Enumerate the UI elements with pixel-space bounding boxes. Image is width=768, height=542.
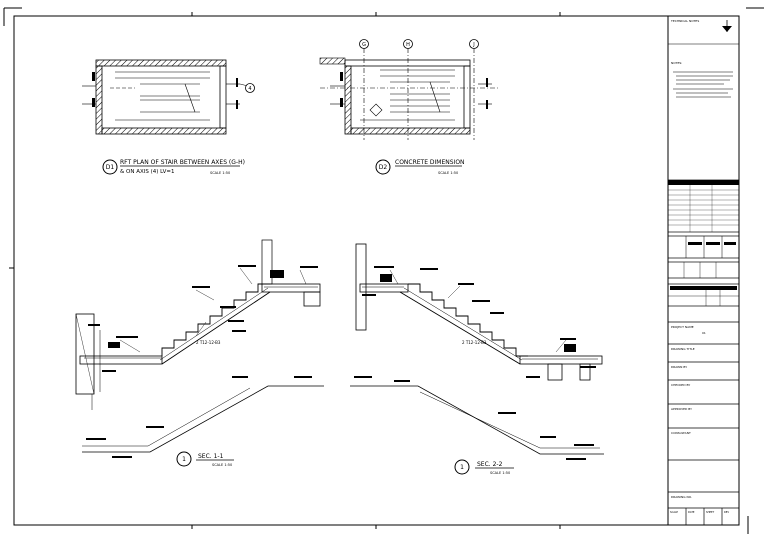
project-label: PROJECT NAME <box>671 325 694 329</box>
consultant-label: CONSULTANT <box>671 431 691 435</box>
section-marker-2-label: 1 <box>460 464 464 471</box>
title-block: TECHNICAL NOTES NOTES: <box>667 15 740 526</box>
drawing-no-label: DRAWING NO. <box>671 495 692 499</box>
plan-title-line1: RFT PLAN OF STAIR BETWEEN AXES (G-H) <box>120 159 245 166</box>
grid-bubble-j-label: J <box>472 42 474 48</box>
approved-label: APPROVED BY <box>671 407 692 411</box>
section-2-scale: SCALE 1:50 <box>490 471 510 475</box>
footer-cell-rev: REV <box>724 510 729 514</box>
notes-heading: NOTES: <box>671 61 682 65</box>
sheet-border <box>3 7 764 534</box>
grid-bubble-g <box>359 39 369 49</box>
grid-bubble-4 <box>245 83 255 93</box>
concrete-title: CONCRETE DIMENSION <box>395 159 465 166</box>
detail-marker-d1-label: D1 <box>106 164 115 171</box>
detail-marker-d1 <box>102 159 118 175</box>
section-marker-2 <box>454 459 470 475</box>
section-2-title: SEC. 2-2 <box>477 461 503 468</box>
grid-bubble-j <box>469 39 479 49</box>
concrete-view-d2: G H J <box>319 39 500 140</box>
section-2-note: 2 T12-12-B3 <box>462 340 487 345</box>
section-marker-1 <box>176 451 192 467</box>
project-value: 01 <box>702 331 706 335</box>
section-marker-1-label: 1 <box>182 456 186 463</box>
plan-view-title: D1 RFT PLAN OF STAIR BETWEEN AXES (G-H) … <box>102 159 245 175</box>
plan-scale: SCALE 1:50 <box>210 171 230 175</box>
title-block-header-label: TECHNICAL NOTES <box>670 19 699 23</box>
grid-bubble-h <box>403 39 413 49</box>
section-1-scale: SCALE 1:50 <box>212 463 232 467</box>
checked-label: CHECKED BY <box>671 383 690 387</box>
north-arrow-icon <box>722 20 732 32</box>
grid-bubble-g-label: G <box>362 42 366 48</box>
detail-marker-d2 <box>375 159 391 175</box>
section-1-title: SEC. 1-1 <box>198 453 224 460</box>
concrete-view-title: D2 CONCRETE DIMENSION SCALE 1:50 <box>375 159 465 175</box>
footer-cell-date: DATE <box>688 510 695 514</box>
grid-bubble-h-label: H <box>406 42 410 48</box>
section-1-1: 2 T12-12-B3 1 SEC. 1-1 SCALE 1:50 <box>75 239 324 467</box>
plan-view-d1: 4 <box>82 59 255 135</box>
drawing-title-label: DRAWING TITLE <box>671 347 695 351</box>
detail-marker-d2-label: D2 <box>379 164 388 171</box>
section-2-2: 2 T12-12-B3 1 SEC. 2-2 SCALE 1:50 <box>350 243 604 475</box>
concrete-scale: SCALE 1:50 <box>438 171 458 175</box>
footer-cell-scale: SCALE <box>670 510 678 514</box>
drawn-label: DRAWN BY <box>671 365 687 369</box>
section-1-note: 2 T12-12-B3 <box>196 340 221 345</box>
grid-bubble-4-label: 4 <box>248 86 251 92</box>
footer-cell-sheet: SHEET <box>706 510 715 514</box>
plan-title-line2: & ON AXIS (4) LV=1 <box>120 169 175 175</box>
